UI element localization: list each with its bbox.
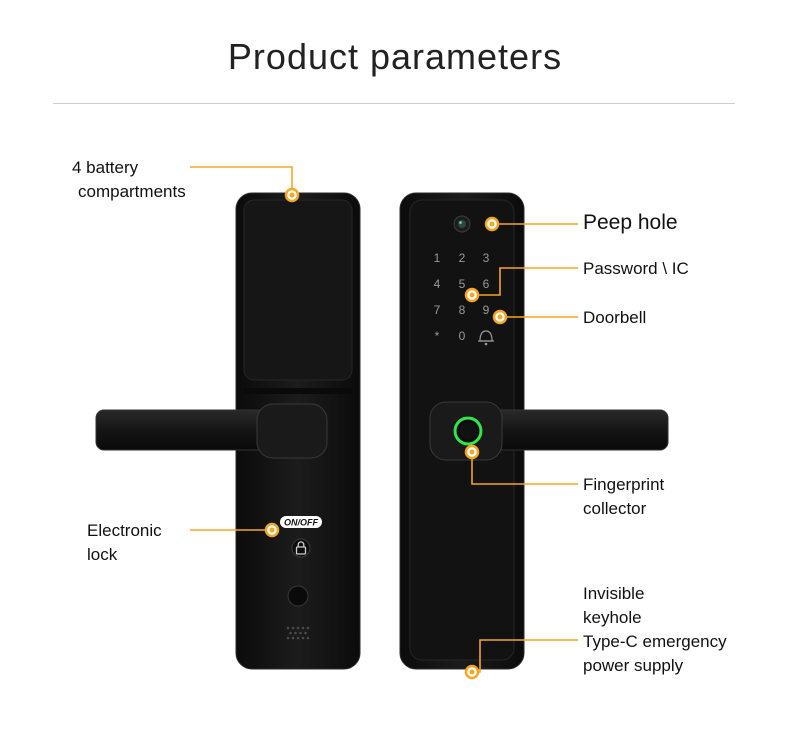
speaker-grille [286,626,310,640]
back-handle[interactable] [95,409,277,451]
back-lock-panel: ON/OFF [95,192,361,670]
label-fingerprint-line1: Fingerprint [583,475,665,494]
label-keyhole-line2: keyhole [583,608,642,627]
on-off-label: ON/OFF [284,518,318,528]
keyhole-cover [287,585,309,607]
keypad[interactable]: 1 2 3 4 5 6 7 8 9 * 0 [434,251,490,343]
key-6: 6 [483,277,490,291]
key-8: 8 [459,303,466,317]
key-0: 0 [459,329,466,343]
label-electronic-line1: Electronic [87,521,162,540]
key-3: 3 [483,251,490,265]
label-keyhole-line1: Invisible [583,584,645,603]
label-typec-line2: power supply [583,656,684,675]
label-battery-line1: 4 battery [72,158,139,177]
battery-cover[interactable] [243,199,353,381]
camera-lens-icon [453,215,471,233]
key-7: 7 [434,303,441,317]
front-handle[interactable] [489,409,669,451]
page-title: Product parameters [227,36,563,77]
title-divider [53,103,735,104]
callout-markers [264,187,508,680]
label-peep-hole: Peep hole [583,211,678,234]
label-electronic-line2: lock [87,545,118,564]
key-5: 5 [459,277,466,291]
label-doorbell: Doorbell [583,308,647,327]
key-star: * [435,329,440,343]
key-9: 9 [483,303,490,317]
label-password: Password \ IC [583,259,689,278]
front-lock-panel: 1 2 3 4 5 6 7 8 9 * 0 [399,192,669,670]
label-typec-line1: Type-C emergency [583,632,727,651]
key-1: 1 [434,251,441,265]
label-battery-line2: compartments [78,182,186,201]
bell-icon[interactable] [478,330,494,346]
fingerprint-sensor-icon[interactable] [453,416,483,446]
key-4: 4 [434,277,441,291]
padlock-icon[interactable] [291,538,311,558]
label-fingerprint-line2: collector [583,499,647,518]
on-off-switch[interactable] [280,516,322,528]
key-2: 2 [459,251,466,265]
